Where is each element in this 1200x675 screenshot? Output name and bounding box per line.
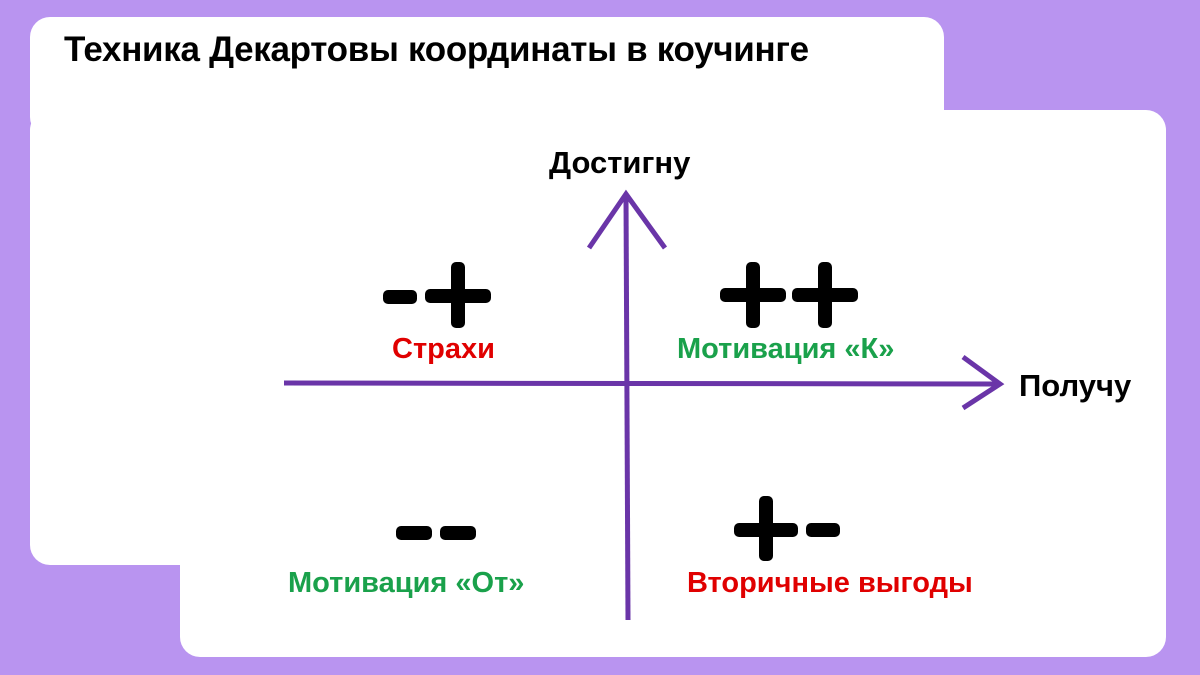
x-axis-arrow-icon [961,354,1005,411]
y-axis-label: Достигну [549,145,691,180]
quadrant-label-motivation-toward: Мотивация «К» [677,333,895,365]
quadrant-label-fears: Страхи [392,333,495,365]
page-title: Техника Декартовы координаты в коучинге [64,30,809,69]
sign-minus-plus-icon [383,262,491,328]
x-axis-line [283,380,999,387]
sign-plus-minus-icon [734,496,840,561]
y-axis-arrow-icon [586,189,668,250]
y-axis-line [623,195,631,621]
x-axis-label: Получу [1019,368,1132,403]
sign-minus-minus-icon [396,526,476,540]
quadrant-label-secondary-gains: Вторичные выгоды [687,567,973,599]
quadrant-label-motivation-away: Мотивация «От» [288,567,525,599]
sign-plus-plus-icon [720,262,858,328]
diagram-panel-bottom [180,470,1166,657]
